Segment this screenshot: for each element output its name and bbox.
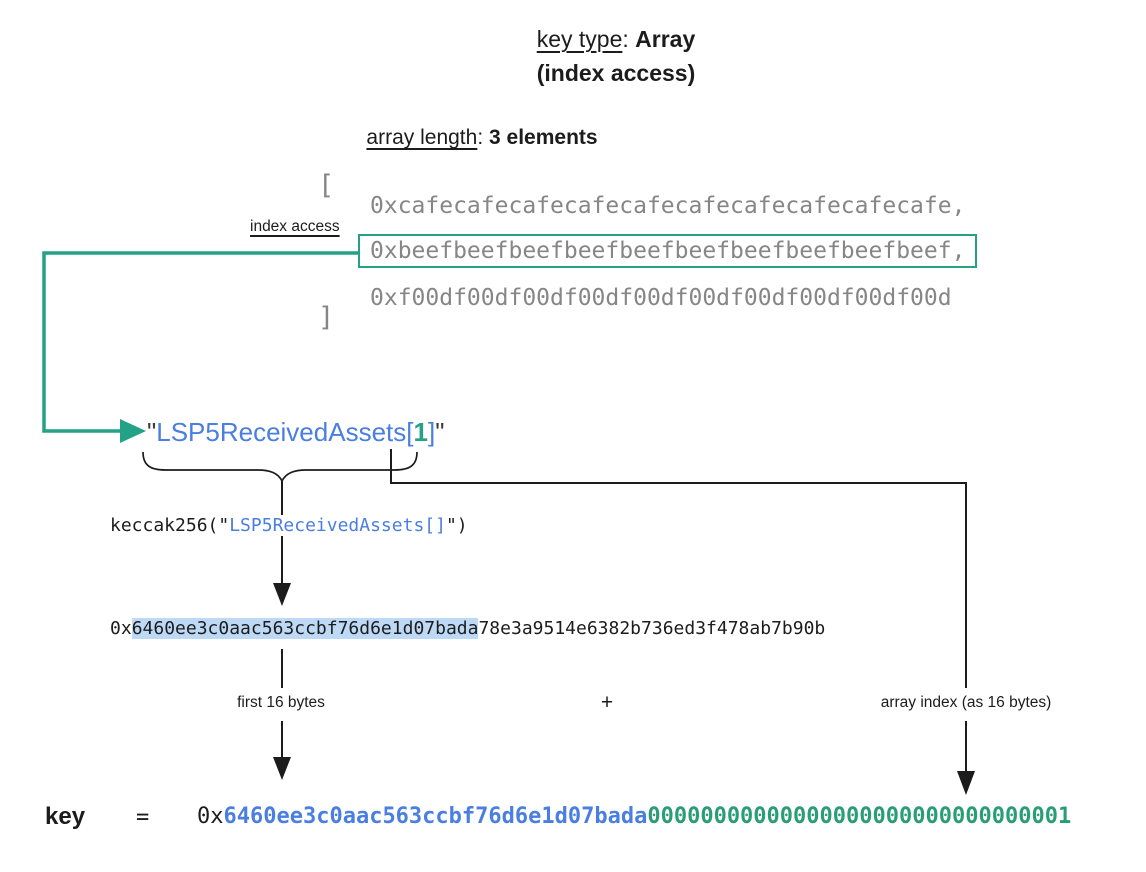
index-arrowhead-icon bbox=[957, 771, 975, 795]
index-access-label: index access bbox=[250, 218, 340, 235]
array-key-index: 1 bbox=[413, 417, 428, 447]
index-access-arrow-line bbox=[42, 251, 358, 433]
array-length-line: array length: 3 elements bbox=[366, 126, 598, 149]
key-label: key bbox=[45, 803, 86, 830]
index-flow-line bbox=[390, 449, 967, 688]
underbrace bbox=[142, 451, 418, 483]
array-length-value: 3 elements bbox=[489, 126, 598, 149]
array-key-close-bracket: ] bbox=[427, 417, 436, 447]
diagram-title: key type: Array (index access) bbox=[537, 22, 696, 90]
array-length-label: array length bbox=[366, 126, 478, 149]
array-item-1-selected[interactable]: 0xbeefbeefbeefbeefbeefbeefbeefbeefbeefbe… bbox=[358, 234, 978, 268]
key-hex-prefix: 0x bbox=[197, 804, 224, 829]
key-type-subtitle: (index access) bbox=[536, 60, 696, 86]
array-element-key: "LSP5ReceivedAssets[1]" bbox=[147, 417, 444, 448]
key-hash-part: 6460ee3c0aac563ccbf76d6e1d07bada bbox=[223, 804, 648, 829]
plus-sign: + bbox=[600, 691, 614, 714]
array-key-name: LSP5ReceivedAssets[ bbox=[156, 417, 414, 447]
key-type-label: key type bbox=[536, 26, 623, 52]
array-index-label: array index (as 16 bytes) bbox=[875, 694, 1057, 712]
equals-sign: = bbox=[136, 805, 150, 830]
first-16-bytes-label: first 16 bytes bbox=[232, 694, 330, 712]
key-type-line: key type: Array bbox=[536, 26, 696, 52]
keccak-argument: LSP5ReceivedAssets[] bbox=[229, 515, 446, 536]
keccak-arrowhead-icon bbox=[273, 583, 291, 606]
array-item-0: 0xcafecafecafecafecafecafecafecafecafeca… bbox=[370, 193, 966, 219]
open-quote: " bbox=[147, 417, 157, 447]
array-item-2: 0xf00df00df00df00df00df00df00df00df00df0… bbox=[370, 285, 952, 311]
key-index-part: 00000000000000000000000000000001 bbox=[647, 804, 1072, 829]
keccak256-expression: keccak256("LSP5ReceivedAssets[]") bbox=[110, 515, 468, 536]
derived-key-value: 0x6460ee3c0aac563ccbf76d6e1d07bada000000… bbox=[197, 804, 1071, 829]
index-access-arrowhead-icon bbox=[120, 419, 146, 443]
close-quote: " bbox=[435, 417, 445, 447]
keccak-hash-value: 0x6460ee3c0aac563ccbf76d6e1d07bada78e3a9… bbox=[110, 618, 826, 639]
hash-first-16-bytes-highlight: 6460ee3c0aac563ccbf76d6e1d07bada bbox=[131, 618, 479, 639]
array-close-bracket: ] bbox=[318, 302, 335, 333]
key-type-value: Array bbox=[635, 26, 696, 52]
first16-arrowhead-icon bbox=[273, 757, 291, 780]
array-open-bracket: [ bbox=[318, 170, 335, 201]
